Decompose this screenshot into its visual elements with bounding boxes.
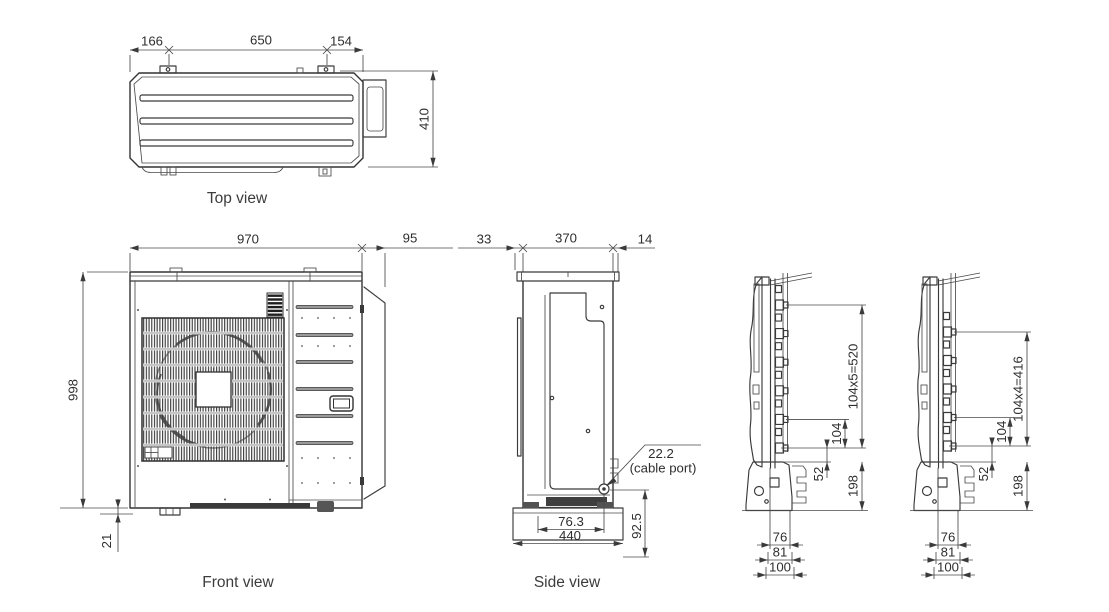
foot bbox=[317, 501, 334, 512]
dim-b-w2: 81 bbox=[941, 545, 956, 560]
dim-cable-size: 22.2 bbox=[648, 446, 674, 461]
dim-a-w1: 76 bbox=[773, 530, 788, 545]
pipe-panel-outline bbox=[749, 276, 763, 468]
dim-a-w3: 100 bbox=[769, 560, 791, 575]
dim-front-foot: 21 bbox=[99, 534, 114, 549]
louver-vent bbox=[266, 292, 284, 318]
dim-a-lower: 198 bbox=[846, 475, 861, 497]
dim-front-flap: 95 bbox=[403, 231, 418, 246]
top-view-cabinet-outline bbox=[129, 72, 364, 168]
panel-handle bbox=[329, 395, 354, 412]
side-flap bbox=[363, 286, 386, 500]
top-view-slat bbox=[139, 117, 354, 125]
top-view-caption: Top view bbox=[207, 190, 268, 207]
fan-hub-cover bbox=[195, 371, 232, 408]
pipe-bracket bbox=[745, 461, 793, 512]
top-view: 166 650 154 410 Top view bbox=[129, 33, 438, 207]
dim-b-w3: 100 bbox=[937, 560, 959, 575]
pipe-profile-b: 104x4=416 104 52 198 76 81 100 bbox=[910, 272, 1033, 579]
dim-a-pitch-total: 104x5=520 bbox=[846, 344, 861, 410]
side-view: 33 370 14 22.2 (cable port) bbox=[458, 231, 701, 591]
bottom-rail bbox=[546, 497, 607, 506]
dim-side-front: 14 bbox=[638, 232, 653, 247]
dim-top-depth: 410 bbox=[417, 108, 432, 130]
dim-a-pitch: 104 bbox=[829, 423, 844, 445]
dim-front-height: 998 bbox=[66, 379, 81, 401]
dim-base-width: 440 bbox=[559, 528, 581, 543]
service-panel bbox=[549, 292, 605, 490]
base-pedestal bbox=[512, 507, 624, 541]
dim-front-width: 970 bbox=[237, 232, 259, 247]
valve-cover bbox=[362, 79, 387, 138]
dim-b-pitch: 104 bbox=[994, 421, 1009, 443]
dim-top-bracket-left: 166 bbox=[141, 34, 163, 49]
mounting-bracket bbox=[159, 65, 177, 74]
dim-cable-offset: 76.3 bbox=[558, 514, 584, 529]
cable-port-label: (cable port) bbox=[630, 461, 697, 476]
valve-connectors bbox=[774, 284, 789, 454]
dim-b-gap: 52 bbox=[976, 467, 991, 482]
dim-b-w1: 76 bbox=[941, 530, 956, 545]
top-view-slat bbox=[139, 94, 354, 102]
pipe-profile-a: 104x5=520 104 52 198 76 81 100 bbox=[742, 272, 868, 579]
dim-side-back: 33 bbox=[477, 232, 492, 247]
side-view-caption: Side view bbox=[534, 574, 601, 591]
pipe-bracket bbox=[913, 461, 961, 512]
mounting-bracket bbox=[317, 65, 335, 74]
dim-a-gap: 52 bbox=[811, 467, 826, 482]
front-view: 970 95 998 21 bbox=[60, 231, 453, 591]
panel-screws bbox=[301, 317, 351, 484]
dim-cable-height: 92.5 bbox=[629, 513, 644, 539]
dim-b-lower: 198 bbox=[1011, 475, 1026, 497]
side-panel-vents bbox=[295, 305, 354, 484]
drain-strip bbox=[190, 503, 310, 508]
dim-b-pitch-total: 104x4=416 bbox=[1011, 356, 1026, 422]
dim-a-w2: 81 bbox=[773, 545, 788, 560]
valve-connectors bbox=[942, 311, 957, 452]
top-view-slat bbox=[139, 139, 354, 147]
rating-plate bbox=[144, 446, 173, 459]
dim-top-bracket-right: 154 bbox=[330, 34, 352, 49]
dim-top-bracket-span: 650 bbox=[250, 33, 272, 48]
pipe-panel-outline bbox=[917, 276, 931, 468]
foot bbox=[159, 507, 181, 516]
dim-side-depth: 370 bbox=[555, 231, 577, 246]
fan-grille bbox=[137, 309, 288, 467]
front-view-caption: Front view bbox=[202, 574, 274, 591]
